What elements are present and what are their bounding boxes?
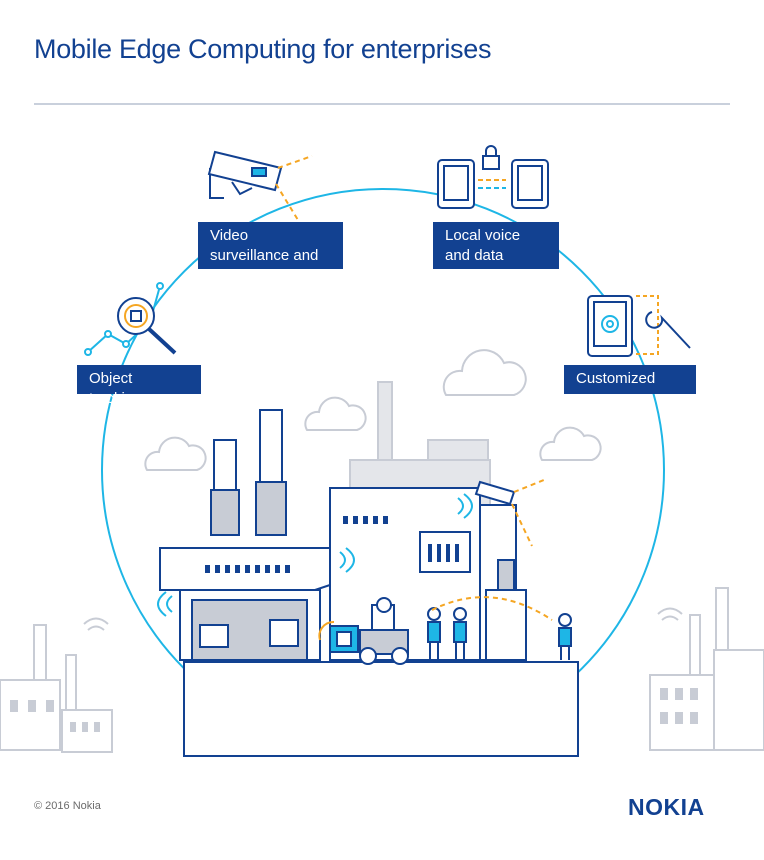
label-video-surveillance: Video surveillance and analytics	[198, 222, 343, 284]
clouds	[144, 349, 602, 471]
title-divider	[34, 103, 730, 105]
label-local-voice-routing: Local voice and data routing	[433, 222, 559, 284]
site-platform	[183, 661, 579, 757]
page-title: Mobile Edge Computing for enterprises	[34, 34, 492, 64]
background-factory-right	[649, 587, 764, 751]
workers	[427, 596, 572, 660]
label-customized-apps: Customized apps	[564, 365, 696, 407]
background-factory-left	[0, 617, 113, 753]
custom-apps-icon	[587, 295, 691, 357]
wireless-signals	[157, 493, 473, 617]
nokia-logo: NOKIA	[628, 794, 705, 820]
secure-routing-icon	[437, 145, 549, 209]
surveillance-camera-icon	[207, 150, 313, 221]
copyright-text: © 2016 Nokia	[34, 800, 101, 812]
label-object-tracking: Object tracking	[77, 365, 201, 407]
object-tracking-icon	[84, 282, 177, 356]
forklift	[318, 597, 409, 665]
chimneys	[210, 409, 287, 536]
building-camera	[474, 479, 545, 547]
